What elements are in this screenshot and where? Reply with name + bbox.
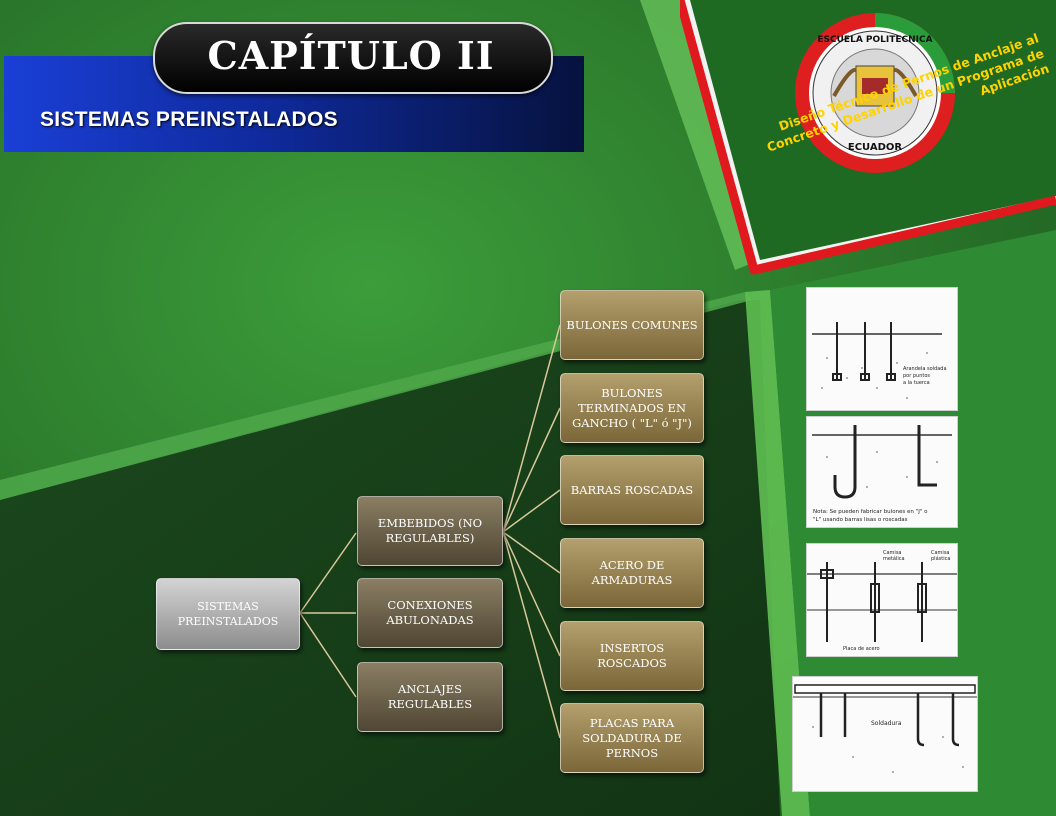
svg-text:Camisa: Camisa — [931, 550, 949, 556]
node-anclajes-regulables: ANCLAJES REGULABLES — [357, 662, 503, 732]
node-embebidos: EMBEBIDOS (NO REGULABLES) — [357, 496, 503, 566]
node-conexiones-abulonadas: CONEXIONES ABULONADAS — [357, 578, 503, 648]
svg-text:metálica: metálica — [883, 555, 905, 562]
node-root: SISTEMAS PREINSTALADOS — [156, 578, 300, 650]
svg-text:plástica: plástica — [931, 555, 950, 562]
node-acero-armaduras: ACERO DE ARMADURAS — [560, 538, 704, 608]
svg-text:ECUADOR: ECUADOR — [848, 142, 903, 153]
svg-text:Camisa: Camisa — [883, 550, 901, 556]
svg-text:a la tuerca: a la tuerca — [903, 380, 930, 386]
chapter-title: CAPÍTULO II — [207, 33, 495, 78]
svg-text:Soldadura: Soldadura — [871, 720, 902, 727]
section-subtitle: SISTEMAS PREINSTALADOS — [40, 108, 338, 131]
node-barras-roscadas: BARRAS ROSCADAS — [560, 455, 704, 525]
figure-welded-plate: Soldadura — [792, 676, 978, 792]
svg-text:"L" usando barras lisas o rosc: "L" usando barras lisas o roscadas — [813, 517, 908, 523]
figure-hook-bolts: Nota: Se pueden fabricar bulones en "J" … — [806, 416, 958, 528]
figure-common-bolts: Arandela soldada por puntos a la tuerca — [806, 287, 958, 411]
node-bulones-gancho: BULONES TERMINADOS EN GANCHO ( "L" ó "J"… — [560, 373, 704, 443]
node-bulones-comunes: BULONES COMUNES — [560, 290, 704, 360]
institution-seal-logo: ESCUELA POLITECNICA ECUADOR — [795, 13, 955, 173]
figure-sleeved-inserts: Camisa metálica Camisa plástica Placa de… — [806, 543, 958, 657]
svg-text:Arandela soldada: Arandela soldada — [903, 366, 947, 372]
svg-text:Nota: Se pueden fabricar bulon: Nota: Se pueden fabricar bulones en "J" … — [813, 509, 928, 515]
chapter-pill — [153, 22, 553, 94]
node-placas-soldadura: PLACAS PARA SOLDADURA DE PERNOS — [560, 703, 704, 773]
svg-text:Placa de acero: Placa de acero — [843, 646, 880, 652]
svg-text:por puntos: por puntos — [903, 373, 930, 379]
svg-text:ESCUELA POLITECNICA: ESCUELA POLITECNICA — [817, 35, 932, 45]
node-insertos-roscados: INSERTOS ROSCADOS — [560, 621, 704, 691]
